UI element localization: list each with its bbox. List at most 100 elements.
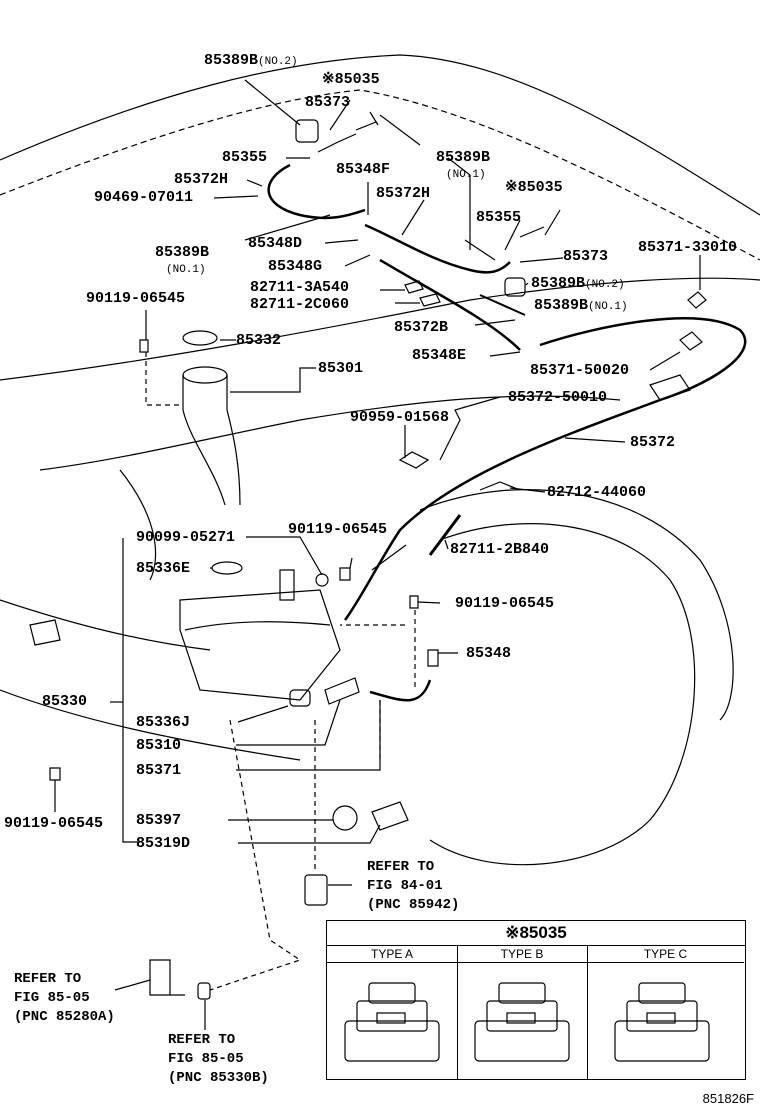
refer-line-1: REFER TO <box>168 1032 236 1048</box>
label-85330: 85330 <box>42 693 88 710</box>
refer-line-2: FIG 85-05 <box>168 1051 244 1067</box>
dashed-guides <box>145 352 416 991</box>
inlet-cap-icon <box>182 366 228 384</box>
label-85371-50020: 85371-50020 <box>530 362 630 379</box>
label-85348f: 85348F <box>336 161 391 178</box>
label-85372b: 85372B <box>394 319 449 336</box>
hose-85372h-mid <box>364 223 511 274</box>
refer-line-2: FIG 84-01 <box>367 878 443 894</box>
headlamp-cutout <box>29 619 61 646</box>
label-82711-3a540: 82711-3A540 <box>250 279 350 296</box>
pump-85310-icon <box>324 677 360 705</box>
label-text: 85389B <box>534 297 589 314</box>
refer-line-3: (PNC 85280A) <box>14 1009 115 1025</box>
label-85319d: 85319D <box>136 835 191 852</box>
label-90119-06545-mid: 90119-06545 <box>288 521 388 538</box>
tank-neck-icon <box>279 569 295 601</box>
type-a-header: TYPE A <box>327 945 457 963</box>
body-line <box>39 395 621 471</box>
bumper-lower <box>0 689 301 761</box>
clip-85372-50010-icon <box>649 374 691 401</box>
clamp-90959-icon <box>398 451 430 469</box>
label-85355-right: 85355 <box>476 209 522 226</box>
fender-curve <box>119 469 157 581</box>
check-valve-85348-icon <box>427 649 439 667</box>
bolt-90119-left-icon <box>49 767 61 781</box>
label-85372-50010: 85372-50010 <box>508 389 608 406</box>
bolt-90119-right-icon <box>409 595 419 609</box>
label-85389b-no1-right: 85389B <box>436 149 491 166</box>
label-85348: 85348 <box>466 645 512 662</box>
refer-line-1: REFER TO <box>14 971 82 987</box>
label-85348e: 85348E <box>412 347 467 364</box>
grommet-85330b-icon <box>197 982 211 1000</box>
label-85389b-no2-top: 85389B(NO.2) <box>204 53 298 68</box>
label-85355-left: 85355 <box>222 149 268 166</box>
label-85397: 85397 <box>136 812 182 829</box>
label-90959-01568: 90959-01568 <box>350 409 450 426</box>
label-no1-a: (NO.1) <box>446 169 486 181</box>
clamp-85371-50020-icon <box>679 331 703 351</box>
type-b-header: TYPE B <box>457 945 587 963</box>
hose-85372b <box>379 258 521 351</box>
nozzle-cap-mid-icon <box>504 277 526 297</box>
nozzle-type-table: ※85035 TYPE A TYPE B TYPE C <box>326 920 746 1080</box>
refer-line-1: REFER TO <box>367 859 435 875</box>
nozzle-type-a-icon <box>344 982 440 1062</box>
table-title: ※85035 <box>327 921 745 946</box>
bolt-90119-top-icon <box>139 339 149 353</box>
hose-85372h-left <box>267 163 366 220</box>
label-text: 85389B <box>531 275 586 292</box>
refer-note-fig-84-01: REFER TO FIG 84-01 (PNC 85942) <box>367 858 459 915</box>
refer-note-fig-85-05-a: REFER TO FIG 85-05 (PNC 85280A) <box>14 970 115 1027</box>
figure-code: 851826F <box>702 1091 754 1106</box>
label-85371-33010: 85371-33010 <box>638 239 738 256</box>
refer-line-3: (PNC 85942) <box>367 897 460 913</box>
label-85371: 85371 <box>136 762 182 779</box>
type-c-header: TYPE C <box>587 945 744 963</box>
label-90119-06545-left: 90119-06545 <box>4 815 104 832</box>
bolt-90119-mid-icon <box>339 567 351 581</box>
label-85389b-no1-left: 85389B <box>155 244 210 261</box>
label-85035-top: ※85035 <box>322 71 380 88</box>
wheel-arch-inner <box>429 523 696 866</box>
refer-note-fig-85-05-b: REFER TO FIG 85-05 (PNC 85330B) <box>168 1031 269 1088</box>
hood-outline-inner <box>0 89 760 261</box>
nozzle-top-icon <box>317 121 377 153</box>
protector-82711-2b840 <box>428 514 462 556</box>
label-85310: 85310 <box>136 737 182 754</box>
label-82712-44060: 82712-44060 <box>547 484 647 501</box>
label-suffix: (NO.2) <box>258 56 298 68</box>
table-divider-2 <box>587 945 588 1079</box>
label-90099-05271: 90099-05271 <box>136 529 236 546</box>
label-82711-2b840: 82711-2B840 <box>450 541 550 558</box>
label-85373-top: 85373 <box>305 94 351 111</box>
wheel-arch-outer <box>419 489 734 721</box>
washer-tank-85310-icon <box>179 589 341 701</box>
label-suffix: (NO.2) <box>585 279 625 291</box>
nozzle-type-drawings <box>344 982 710 1062</box>
hose-85371 <box>369 679 432 702</box>
label-85348d: 85348D <box>248 235 303 252</box>
label-85372: 85372 <box>630 434 676 451</box>
table-divider-1 <box>457 945 458 1079</box>
label-85389b-no2-right: 85389B(NO.2) <box>531 276 625 291</box>
gasket-85332-icon <box>182 330 218 346</box>
label-text: 85389B <box>204 52 259 69</box>
refer-line-3: (PNC 85330B) <box>168 1070 269 1086</box>
bumper-line <box>0 599 211 651</box>
label-85373-right: 85373 <box>563 248 609 265</box>
hood-front-edge <box>0 277 760 381</box>
nozzle-type-b-icon <box>474 982 570 1062</box>
grommet-85397-icon <box>332 805 358 831</box>
tank-seam <box>184 621 331 631</box>
clip-82712-icon <box>479 481 521 491</box>
label-85348g: 85348G <box>268 258 323 275</box>
clip-90099-icon <box>315 573 329 587</box>
nozzle-type-c-icon <box>614 982 710 1062</box>
label-90469-07011: 90469-07011 <box>94 189 194 206</box>
cap-85336e-icon <box>211 561 243 575</box>
label-90119-06545-top: 90119-06545 <box>86 290 186 307</box>
